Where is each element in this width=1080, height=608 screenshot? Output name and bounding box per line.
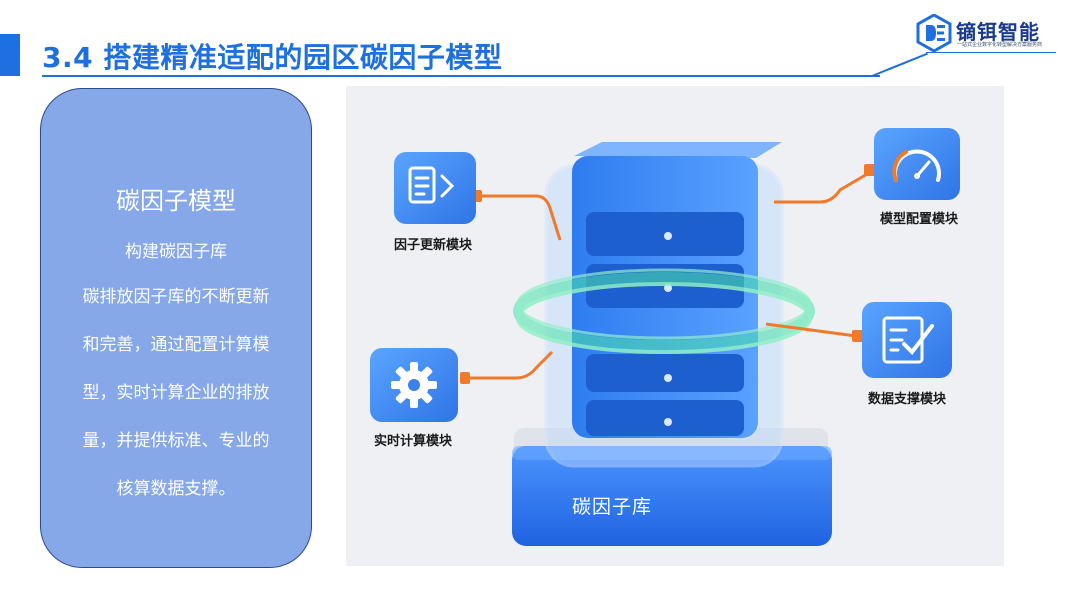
gauge-icon: [892, 149, 941, 182]
card-body: 碳排放因子库的不断更新 和完善，通过配置计算模 型，实时计算企业的排放 量，并提…: [59, 273, 293, 513]
de-logo-icon: [916, 14, 952, 52]
server-illustration: [370, 128, 960, 546]
title-underline-right: [926, 52, 1056, 53]
card-line: 型，实时计算企业的排放: [82, 383, 270, 403]
title-underline: [42, 75, 880, 77]
card-line: 碳排放因子库的不断更新: [82, 287, 270, 307]
connectors: [466, 168, 875, 380]
card-line: 核算数据支撑。: [116, 479, 236, 499]
gear-icon: [391, 362, 437, 408]
compute-module-card: [370, 348, 458, 422]
support-module-label: 数据支撑模块: [868, 392, 947, 407]
update-module-card: [394, 152, 476, 224]
title-underline-diagonal: [871, 52, 929, 77]
page-title: 3.4 搭建精准适配的园区碳因子模型: [42, 41, 503, 74]
glow-rings: [513, 268, 815, 354]
card-line: 量，并提供标准、专业的: [82, 431, 270, 451]
card-line: 和完善，通过配置计算模: [82, 335, 270, 355]
carbon-factor-card: 碳因子模型 构建碳因子库 碳排放因子库的不断更新 和完善，通过配置计算模 型，实…: [40, 88, 312, 568]
update-module-label: 因子更新模块: [394, 238, 473, 253]
support-module-card: [862, 302, 952, 378]
checklist-icon: [882, 316, 934, 364]
logo-name: 镝铒智能: [956, 20, 1040, 44]
carbon-factor-illustration: 因子更新模块 模型配置模块 实时计算模块 数据支撑模块 碳因子库: [346, 86, 1004, 566]
logo-tagline: 一站式企业数字化转型解决方案服务商: [957, 42, 1043, 48]
card-subtitle: 构建碳因子库: [125, 242, 227, 262]
document-arrow-icon: [408, 166, 455, 204]
brand-logo: 镝铒智能 一站式企业数字化转型解决方案服务商: [916, 14, 1066, 52]
compute-module-label: 实时计算模块: [374, 434, 453, 449]
base-label: 碳因子库: [572, 496, 653, 518]
config-module-card: [874, 128, 960, 200]
title-accent-bar: [0, 34, 20, 76]
card-title: 碳因子模型: [116, 187, 236, 215]
config-module-label: 模型配置模块: [880, 212, 959, 227]
platform-base: [512, 428, 832, 546]
